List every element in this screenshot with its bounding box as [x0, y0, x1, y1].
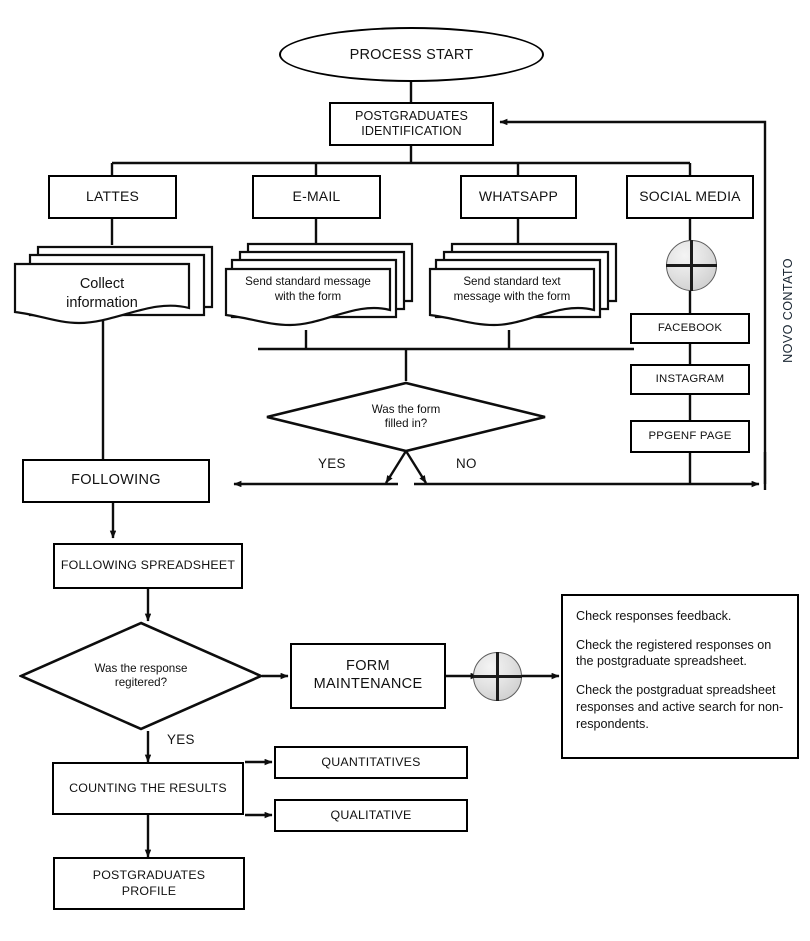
- following-box[interactable]: FOLLOWING: [22, 459, 210, 503]
- junction-horizontal-line: [473, 675, 522, 678]
- social-child-instagram[interactable]: INSTAGRAM: [630, 364, 750, 395]
- channel-box-social-media[interactable]: SOCIAL MEDIA: [626, 175, 754, 219]
- form-maintenance-junction-icon: [473, 652, 522, 701]
- postgraduates-identification-box[interactable]: POSTGRADUATES IDENTIFICATION: [329, 102, 494, 146]
- document-stack-lattes[interactable]: Collect information: [12, 243, 215, 327]
- qualitative-box[interactable]: QUALITATIVE: [274, 799, 468, 832]
- decision-was-response-registered[interactable]: Was the response regitered?: [19, 621, 263, 731]
- following-spreadsheet-box[interactable]: FOLLOWING SPREADSHEET: [53, 543, 243, 589]
- channel-label-email: E-MAIL: [292, 188, 341, 205]
- following-label: FOLLOWING: [71, 472, 161, 489]
- junction-horizontal-line: [666, 264, 717, 267]
- decision-was-form-filled-label: Was the form filled in?: [371, 402, 441, 430]
- counting-the-results-box[interactable]: COUNTING THE RESULTS: [52, 762, 244, 815]
- postgraduates-identification-label: POSTGRADUATES IDENTIFICATION: [354, 108, 469, 138]
- qualitative-label: QUALITATIVE: [330, 807, 412, 822]
- note-line-1: Check responses feedback.: [576, 609, 732, 623]
- social-child-label-ppgenf-page: PPGENF PAGE: [648, 429, 732, 442]
- document-label-lattes: Collect information: [66, 276, 138, 311]
- channel-box-lattes[interactable]: LATTES: [48, 175, 177, 219]
- quantitatives-label: QUANTITATIVES: [321, 754, 421, 769]
- document-label-email: Send standard message with the form: [245, 275, 371, 304]
- edge-label-yes-response: YES: [167, 732, 195, 747]
- process-start-terminator[interactable]: PROCESS START: [279, 27, 544, 82]
- social-media-junction-icon: [666, 240, 717, 291]
- counting-the-results-label: COUNTING THE RESULTS: [69, 780, 227, 795]
- form-maintenance-label: FORM MAINTENANCE: [313, 658, 423, 692]
- channel-box-email[interactable]: E-MAIL: [252, 175, 381, 219]
- diamond-shape: [19, 621, 263, 731]
- document-label-whatsapp: Send standard text message with the form: [453, 275, 571, 304]
- channel-label-whatsapp: WHATSAPP: [478, 188, 559, 205]
- channel-label-social-media: SOCIAL MEDIA: [639, 188, 741, 205]
- channel-box-whatsapp[interactable]: WHATSAPP: [460, 175, 577, 219]
- note-line-2: Check the registered responses on the po…: [576, 637, 772, 669]
- decision-was-response-registered-label: Was the response regitered?: [94, 661, 188, 689]
- edge-label-yes-form: YES: [318, 456, 346, 471]
- decision-was-form-filled[interactable]: Was the form filled in?: [265, 381, 547, 453]
- postgraduates-profile-label: POSTGRADUATES PROFILE: [92, 868, 206, 898]
- social-child-ppgenf-page[interactable]: PPGENF PAGE: [630, 420, 750, 453]
- quantitatives-box[interactable]: QUANTITATIVES: [274, 746, 468, 779]
- document-stack-whatsapp[interactable]: Send standard text message with the form: [428, 241, 620, 345]
- form-maintenance-box[interactable]: FORM MAINTENANCE: [290, 643, 446, 709]
- postgraduates-profile-box[interactable]: POSTGRADUATES PROFILE: [53, 857, 245, 910]
- channel-label-lattes: LATTES: [85, 188, 140, 205]
- note-line-3: Check the postgraduat spreadsheet respon…: [576, 683, 784, 731]
- document-stack-email[interactable]: Send standard message with the form: [224, 241, 416, 345]
- following-spreadsheet-label: FOLLOWING SPREADSHEET: [60, 558, 236, 573]
- edge-label-no-form: NO: [456, 456, 477, 471]
- social-child-facebook[interactable]: FACEBOOK: [630, 313, 750, 344]
- social-child-label-facebook: FACEBOOK: [657, 321, 723, 334]
- social-child-label-instagram: INSTAGRAM: [655, 372, 725, 385]
- return-path-label-novo-contato: NOVO CONTATO: [781, 258, 795, 363]
- checks-note-box: Check responses feedback. Check the regi…: [561, 594, 799, 759]
- process-start-label: PROCESS START: [349, 46, 474, 63]
